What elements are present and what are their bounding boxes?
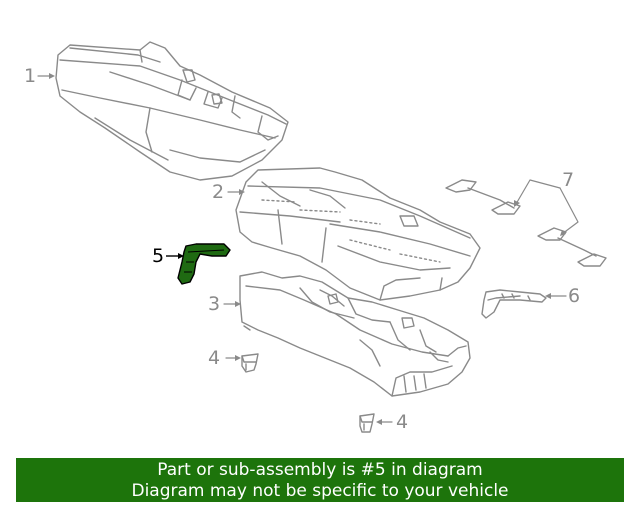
seat-cushion-pad-part-2 <box>235 167 481 301</box>
seat-cushion-cover-part-1 <box>55 41 289 181</box>
hook-part-7-a <box>445 179 521 215</box>
seat-frame-part-3 <box>239 271 471 397</box>
callout-3: 3 <box>208 293 221 315</box>
callout-7: 7 <box>562 169 575 191</box>
clip-part-4-upper <box>241 353 259 373</box>
bracket-part-6 <box>481 289 547 319</box>
hook-part-7-b <box>537 227 607 267</box>
callout-6: 6 <box>568 285 581 307</box>
banner-line-part-info: Part or sub-assembly is #5 in diagram <box>157 460 483 480</box>
clip-part-4-lower <box>359 413 375 433</box>
parts-diagram <box>37 41 607 433</box>
callout-2: 2 <box>212 181 225 203</box>
callout-1: 1 <box>24 65 37 87</box>
callout-5: 5 <box>152 245 165 267</box>
part-info-banner: Part or sub-assembly is #5 in diagram Di… <box>16 458 624 502</box>
leader-arrowheads <box>49 73 566 425</box>
callout-4-upper: 4 <box>208 347 221 369</box>
highlighted-part-5 <box>166 243 231 285</box>
leader-lines <box>37 75 579 423</box>
callout-4-lower: 4 <box>396 411 409 433</box>
banner-line-disclaimer: Diagram may not be specific to your vehi… <box>131 481 509 501</box>
